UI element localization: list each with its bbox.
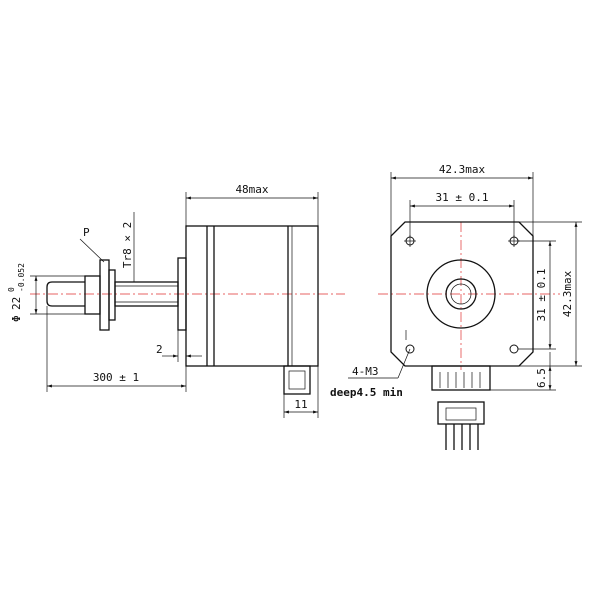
label-11: 11 <box>294 398 307 411</box>
mounting-hole-br <box>509 344 519 354</box>
front-view: 42.3max 31 ± 0.1 31 ± 0.1 42.3max 6.5 4-… <box>330 163 582 450</box>
label-thread: Tr8 × 2 <box>121 222 134 268</box>
holes-leader-diag <box>397 348 411 379</box>
label-300: 300 ± 1 <box>93 371 139 384</box>
boss-outer <box>426 259 496 329</box>
nut-body <box>84 275 101 315</box>
phi-tol-lower: -0.052 <box>17 263 26 292</box>
shaft-inner <box>450 283 472 305</box>
label-423-horizontal: 42.3max <box>439 163 486 176</box>
label-phi22: Φ 22 0 -0.052 <box>7 263 26 322</box>
phi-tol-upper: 0 <box>7 287 16 292</box>
nut-leader <box>79 238 105 263</box>
front-connector <box>431 365 491 391</box>
label-423-vertical: 42.3max <box>561 270 574 317</box>
label-31-vertical: 31 ± 0.1 <box>535 269 548 322</box>
label-gap: 2 <box>156 343 163 356</box>
side-connector-inner <box>288 370 306 390</box>
side-view: 48max Tr8 × 2 P Φ 22 0 -0.052 2 300 ± 1 <box>7 183 345 418</box>
connector-pins <box>439 372 481 388</box>
label-65: 6.5 <box>535 368 548 388</box>
label-48max: 48max <box>235 183 268 196</box>
nut-flange <box>99 259 110 331</box>
cable-plug <box>437 401 485 425</box>
mounting-hole-bl <box>405 344 415 354</box>
nut-collar <box>108 269 116 321</box>
label-nut: P <box>83 226 90 239</box>
shaft-outer <box>445 278 477 310</box>
label-deep: deep4.5 min <box>330 386 403 399</box>
cable-wires <box>445 424 479 450</box>
side-connector <box>283 365 311 395</box>
phi-symbol: Φ <box>10 315 23 322</box>
shaft-end <box>46 281 85 307</box>
motor-body <box>185 225 319 367</box>
label-31-horizontal: 31 ± 0.1 <box>436 191 489 204</box>
cable-plug-inner <box>445 407 477 421</box>
phi-value: 22 <box>10 297 23 310</box>
label-4m3: 4-M3 <box>352 365 379 378</box>
